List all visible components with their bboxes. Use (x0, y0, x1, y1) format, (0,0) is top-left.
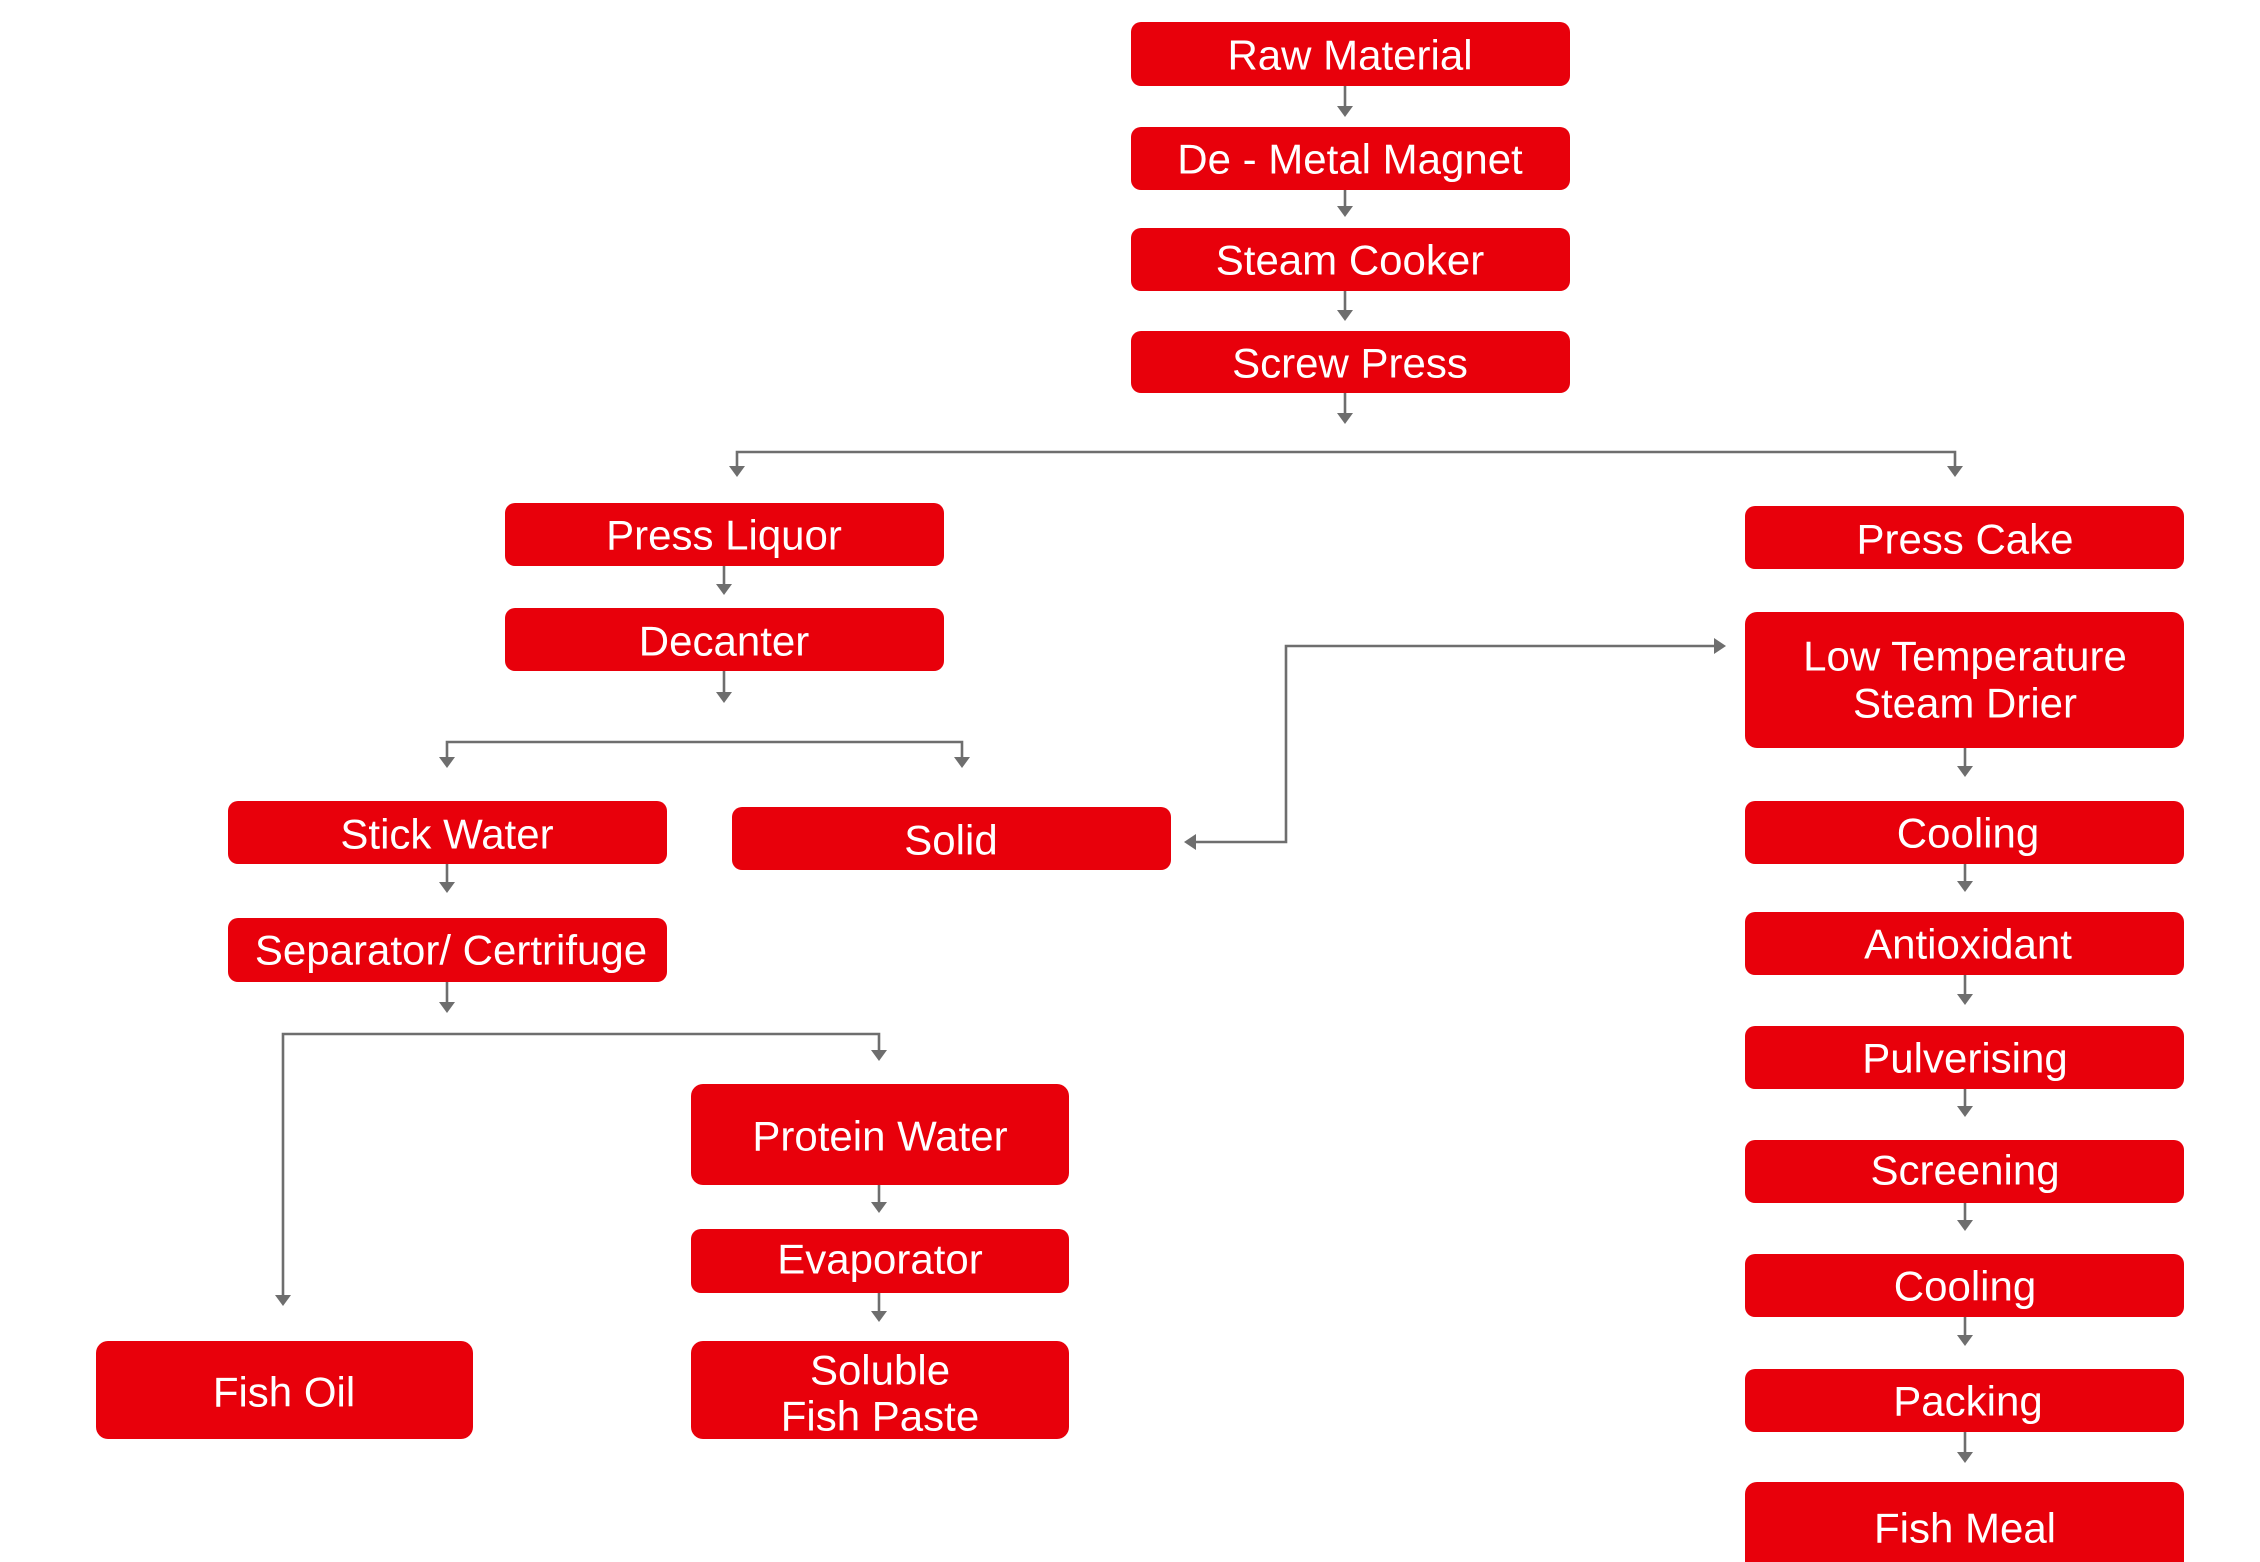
arrowhead (1184, 834, 1196, 850)
arrowhead (871, 1050, 887, 1061)
connector-press-split (735, 450, 1957, 466)
arrowhead (1957, 1106, 1973, 1117)
node-decanter: Decanter (505, 608, 944, 671)
node-screw-press: Screw Press (1131, 331, 1570, 393)
arrowhead (439, 882, 455, 893)
node-label: Screw Press (1232, 340, 1468, 387)
node-protein-water: Protein Water (691, 1084, 1069, 1185)
arrowhead (716, 692, 732, 703)
node-steam-cooker: Steam Cooker (1131, 228, 1570, 291)
node-label: Packing (1893, 1378, 2042, 1425)
arrowhead (439, 1002, 455, 1013)
connector-decanter-split (445, 740, 964, 757)
node-label: Press Liquor (606, 512, 842, 559)
arrowhead (1957, 766, 1973, 777)
arrowhead (1337, 413, 1353, 424)
node-pulverising: Pulverising (1745, 1026, 2184, 1089)
node-de-metal-magnet: De - Metal Magnet (1131, 127, 1570, 190)
arrowhead (1957, 1220, 1973, 1231)
node-low-temperature-steam-drier: Low Temperature Steam Drier (1745, 612, 2184, 748)
node-label: Solid (904, 817, 997, 864)
node-label-line1: Soluble (810, 1347, 950, 1394)
node-label: Cooling (1897, 810, 2039, 857)
arrowhead (871, 1202, 887, 1213)
arrowhead (954, 757, 970, 768)
nodes: Raw Material De - Metal Magnet Steam Coo… (96, 22, 2184, 1562)
arrowhead (1957, 1335, 1973, 1346)
node-label-line1: Low Temperature (1803, 633, 2127, 680)
node-screening: Screening (1745, 1140, 2184, 1203)
node-packing: Packing (1745, 1369, 2184, 1432)
node-press-cake: Press Cake (1745, 506, 2184, 569)
node-press-liquor: Press Liquor (505, 503, 944, 566)
arrowhead (1337, 106, 1353, 117)
node-stick-water: Stick Water (228, 801, 667, 864)
node-label: Raw Material (1227, 32, 1472, 79)
node-label: Protein Water (752, 1113, 1007, 1160)
node-label: Press Cake (1856, 516, 2073, 563)
node-antioxidant: Antioxidant (1745, 912, 2184, 975)
node-label: Antioxidant (1864, 921, 2072, 968)
node-evaporator: Evaporator (691, 1229, 1069, 1293)
node-label: Fish Oil (213, 1369, 355, 1416)
node-cooling-2: Cooling (1745, 1254, 2184, 1317)
arrowhead (439, 757, 455, 768)
arrowhead (1714, 638, 1726, 654)
arrowhead (1337, 206, 1353, 217)
arrowhead (1337, 310, 1353, 321)
node-label-line2: Fish Paste (781, 1393, 979, 1440)
arrowhead (1957, 881, 1973, 892)
node-label-line2: Steam Drier (1853, 680, 2077, 727)
arrowhead (1947, 466, 1963, 477)
node-label: Evaporator (777, 1236, 982, 1283)
node-cooling-1: Cooling (1745, 801, 2184, 864)
node-raw-material: Raw Material (1131, 22, 1570, 86)
node-soluble-fish-paste: Soluble Fish Paste (691, 1341, 1069, 1440)
node-label: Screening (1870, 1147, 2059, 1194)
arrowhead (729, 466, 745, 477)
node-label: Decanter (639, 618, 809, 665)
node-label: Pulverising (1862, 1035, 2067, 1082)
node-separator-centrifuge: Separator/ Certrifuge (228, 918, 667, 982)
arrowhead (871, 1311, 887, 1322)
connector-solid-drier-link (1196, 644, 1714, 844)
node-label: Cooling (1894, 1263, 2036, 1310)
node-label: De - Metal Magnet (1177, 136, 1523, 183)
connectors (275, 86, 1973, 1463)
arrowhead (1957, 994, 1973, 1005)
node-label: Fish Meal (1874, 1505, 2056, 1552)
node-label: Separator/ Certrifuge (255, 927, 647, 974)
node-label: Stick Water (340, 811, 553, 858)
node-fish-meal: Fish Meal (1745, 1482, 2184, 1562)
arrowhead (1957, 1452, 1973, 1463)
arrowhead (275, 1295, 291, 1306)
connector-separator-split (281, 1032, 881, 1295)
node-solid: Solid (732, 807, 1171, 870)
arrowhead (716, 584, 732, 595)
node-label: Steam Cooker (1216, 237, 1484, 284)
node-fish-oil: Fish Oil (96, 1341, 473, 1439)
